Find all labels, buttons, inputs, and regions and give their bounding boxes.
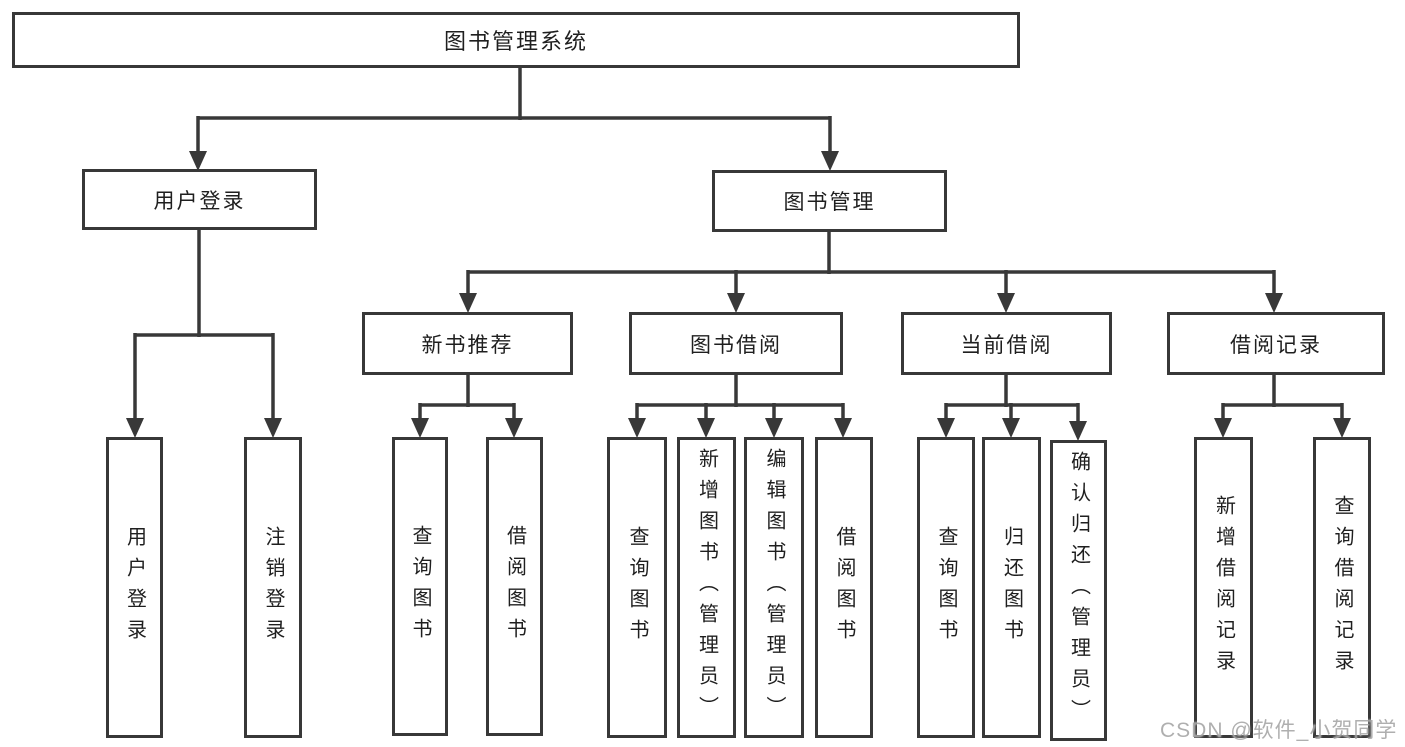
node-borrowing-records-label: 借阅记录 [1230,333,1322,357]
node-leaf-query-books-3-label: 查询图书 [935,525,957,650]
node-new-book-recommend: 新书推荐 [362,312,573,375]
node-leaf-query-borrow-record-label: 查询借阅记录 [1331,494,1353,681]
node-book-borrowing: 图书借阅 [629,312,843,375]
node-leaf-query-borrow-record: 查询借阅记录 [1313,437,1371,738]
arrowheads [126,151,1351,441]
node-leaf-borrow-books-1-label: 借阅图书 [503,524,526,649]
node-current-borrowing: 当前借阅 [901,312,1112,375]
node-leaf-add-book-admin: 新增图书（管理员） [677,437,736,738]
node-book-management-label: 图书管理 [783,191,876,214]
node-user-login-branch-label: 用户登录 [153,189,246,213]
node-leaf-query-books-2: 查询图书 [607,437,667,738]
node-book-management: 图书管理 [712,170,947,232]
node-leaf-borrow-books-2-label: 借阅图书 [833,525,855,650]
node-new-book-recommend-label: 新书推荐 [421,333,514,357]
node-root-label: 图书管理系统 [443,29,588,54]
node-leaf-query-books-1: 查询图书 [392,437,448,736]
node-leaf-add-borrow-record: 新增借阅记录 [1194,437,1253,738]
node-borrowing-records: 借阅记录 [1167,312,1385,375]
node-leaf-query-books-1-label: 查询图书 [409,524,431,649]
node-leaf-query-books-3: 查询图书 [917,437,975,738]
node-leaf-confirm-return-admin-label: 确认归还（管理员） [1067,451,1090,730]
node-leaf-user-login: 用户登录 [106,437,163,738]
node-leaf-add-book-admin-label: 新增图书（管理员） [695,448,718,727]
csdn-watermark: CSDN @软件_小贺同学 [1160,719,1398,742]
node-leaf-add-borrow-record-label: 新增借阅记录 [1212,494,1235,681]
node-leaf-user-login-label: 用户登录 [123,525,146,650]
node-book-borrowing-label: 图书借阅 [690,333,782,357]
node-user-login-branch: 用户登录 [82,169,317,230]
node-leaf-edit-book-admin: 编辑图书（管理员） [744,437,804,738]
node-leaf-borrow-books-1: 借阅图书 [486,437,543,736]
node-leaf-confirm-return-admin: 确认归还（管理员） [1050,440,1107,741]
node-current-borrowing-label: 当前借阅 [960,333,1053,357]
node-leaf-query-books-2-label: 查询图书 [626,525,648,650]
node-leaf-logout-label: 注销登录 [262,525,284,650]
node-leaf-return-books: 归还图书 [982,437,1041,738]
node-leaf-borrow-books-2: 借阅图书 [815,437,873,738]
node-leaf-logout: 注销登录 [244,437,302,738]
node-leaf-edit-book-admin-label: 编辑图书（管理员） [763,448,785,727]
node-root: 图书管理系统 [12,12,1020,68]
node-leaf-return-books-label: 归还图书 [1000,525,1023,650]
